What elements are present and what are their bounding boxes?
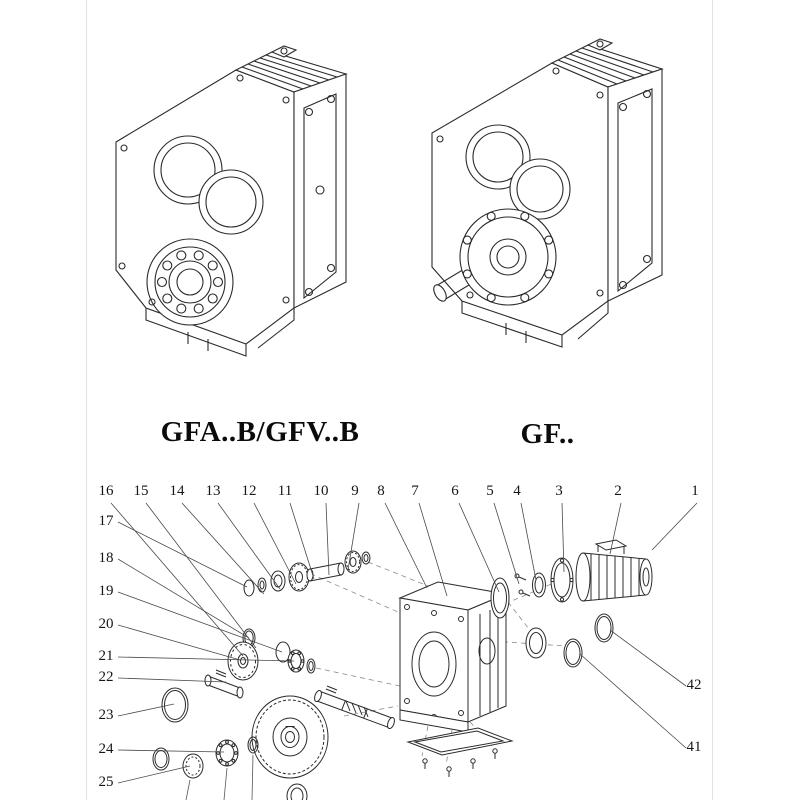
part-callout-1: 1	[691, 483, 699, 499]
model-label-gfab: GFA..B/GFV..B	[160, 416, 360, 448]
part-callout-6: 6	[451, 483, 459, 499]
intermediate-gear-parts	[204, 628, 316, 699]
part-callout-12: 12	[241, 483, 257, 499]
mounting-bolts	[118, 74, 290, 306]
part-callout-21: 21	[98, 648, 114, 664]
part-callout-25: 25	[98, 774, 114, 790]
part-callout-17: 17	[98, 513, 114, 529]
part-callout-22: 22	[98, 669, 114, 685]
gearbox-drawing-gf	[431, 38, 664, 348]
page-edge-right	[712, 0, 713, 800]
lifting-lug	[586, 38, 614, 51]
part-callout-24: 24	[98, 741, 114, 757]
top-ribs	[557, 47, 654, 85]
exploded-view-drawing	[110, 502, 698, 800]
part-callout-19: 19	[98, 583, 114, 599]
part-callout-23: 23	[98, 707, 114, 723]
leader-lines	[110, 502, 698, 784]
part-callout-3: 3	[555, 483, 563, 499]
page-edge-left	[86, 0, 87, 800]
side-panel	[303, 93, 337, 300]
part-callout-20: 20	[98, 616, 114, 632]
part-callout-9: 9	[351, 483, 359, 499]
part-callout-2: 2	[614, 483, 622, 499]
part-callout-15: 15	[133, 483, 149, 499]
inspection-bores	[153, 135, 264, 235]
side-panel	[617, 88, 653, 293]
model-label-gf: GF..	[520, 418, 575, 450]
cover-and-fasteners	[490, 572, 546, 619]
part-callout-11: 11	[277, 483, 293, 499]
base-feet	[145, 308, 295, 357]
output-bearing	[146, 238, 234, 326]
output-flange	[459, 208, 557, 306]
part-callout-8: 8	[377, 483, 385, 499]
lifting-lug	[270, 45, 298, 58]
gearbox-drawing-gfab	[115, 45, 348, 357]
part-callout-13: 13	[205, 483, 221, 499]
part-callout-4: 4	[513, 483, 521, 499]
part-callout-14: 14	[169, 483, 185, 499]
part-callout-7: 7	[411, 483, 419, 499]
motor	[550, 539, 653, 603]
inspection-bores	[465, 124, 571, 220]
part-callout-16: 16	[98, 483, 114, 499]
retaining-rings	[525, 613, 614, 668]
part-callout-18: 18	[98, 550, 114, 566]
gear-housing	[398, 581, 508, 733]
part-callout-10: 10	[313, 483, 329, 499]
part-callout-42: 42	[686, 677, 702, 693]
mounting-bolts	[436, 67, 604, 299]
base-plate	[406, 727, 514, 777]
base-feet	[461, 301, 609, 348]
input-pinion-parts	[243, 550, 371, 597]
top-ribs	[241, 54, 338, 90]
output-gear-parts	[152, 685, 395, 800]
part-callout-41: 41	[686, 739, 702, 755]
part-callout-5: 5	[486, 483, 494, 499]
